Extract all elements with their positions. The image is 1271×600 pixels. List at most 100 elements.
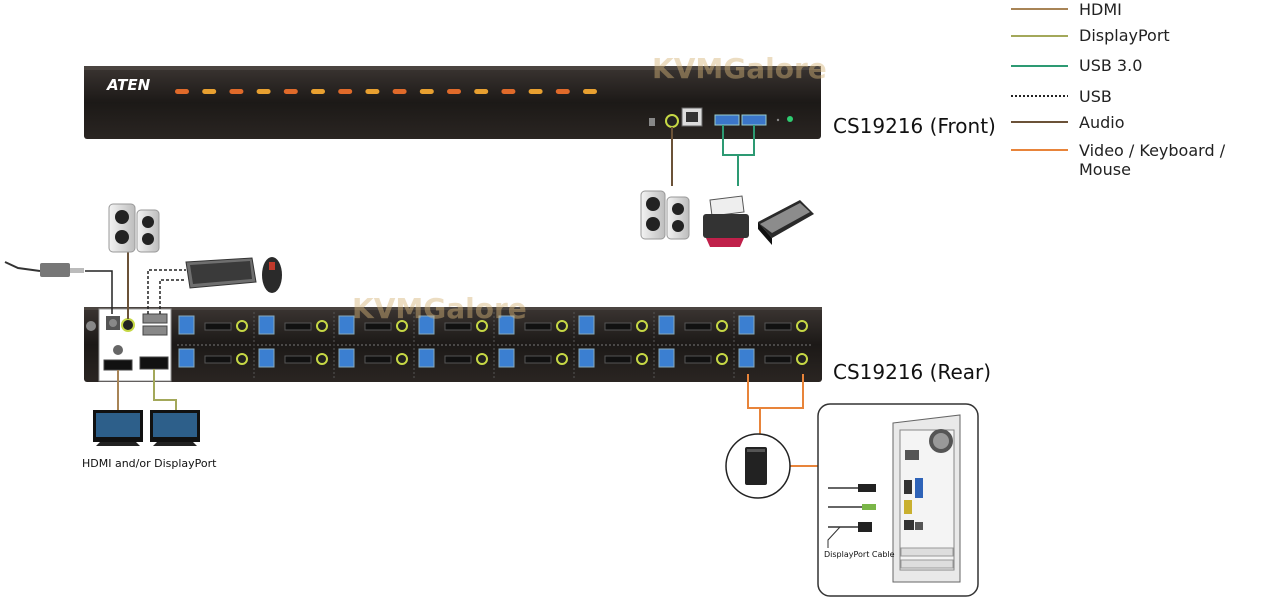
port-led xyxy=(528,89,543,94)
audio-port xyxy=(716,320,728,332)
dp-port xyxy=(684,322,712,331)
dp-port xyxy=(284,355,312,364)
dp-port xyxy=(764,322,792,331)
usb-console-port xyxy=(142,325,168,336)
front-cables xyxy=(671,125,755,186)
port-led xyxy=(501,89,516,94)
audio-plug-icon xyxy=(4,261,84,277)
usb3-port xyxy=(578,315,595,335)
port-led xyxy=(583,89,597,94)
printer-icon xyxy=(703,195,749,247)
usb3-port xyxy=(258,348,275,368)
usb3-port xyxy=(498,315,515,335)
audio-port xyxy=(556,353,568,365)
audio-port xyxy=(316,320,328,332)
dp-port xyxy=(284,322,312,331)
port-led xyxy=(447,89,461,94)
legend-label-displayport: DisplayPort xyxy=(1079,26,1170,45)
dp-port xyxy=(604,322,632,331)
rear-audio-jack xyxy=(121,318,135,332)
dp-port xyxy=(364,355,392,364)
usb3-port xyxy=(338,348,355,368)
audio-port xyxy=(316,353,328,365)
usb-console-port xyxy=(142,313,168,324)
legend-label-audio: Audio xyxy=(1079,113,1125,132)
dp-port xyxy=(444,322,472,331)
dp-port xyxy=(204,355,232,364)
port-led xyxy=(283,89,298,94)
console-speakers-icon xyxy=(108,203,160,253)
rear-title: CS19216 (Rear) xyxy=(833,360,992,384)
audio-port xyxy=(636,353,648,365)
front-audio-jack xyxy=(665,114,679,128)
usb3-port xyxy=(658,348,675,368)
watermark-front: KVMGalore xyxy=(652,52,827,85)
legend-label-usb: USB xyxy=(1079,87,1112,106)
usb3-port xyxy=(418,315,435,335)
port-led xyxy=(256,89,271,94)
dp-port xyxy=(604,355,632,364)
usb3-port xyxy=(178,315,195,335)
audio-port xyxy=(636,320,648,332)
usb3-port xyxy=(418,348,435,368)
port-led xyxy=(474,89,489,94)
port-led xyxy=(365,89,380,94)
audio-port xyxy=(236,353,248,365)
legend-label-hdmi: HDMI xyxy=(1079,0,1122,19)
front-panel xyxy=(84,66,821,139)
keyboard-icon xyxy=(185,257,257,289)
port-led xyxy=(555,89,570,94)
front-title: CS19216 (Front) xyxy=(833,114,996,138)
audio-port xyxy=(396,320,408,332)
rear-panel xyxy=(84,307,822,382)
legend-swatches xyxy=(1011,8,1068,151)
audio-port xyxy=(476,353,488,365)
legend-label-usb3: USB 3.0 xyxy=(1079,56,1143,75)
pc-thumbnail-icon xyxy=(725,433,791,499)
dp-port xyxy=(524,322,552,331)
port-led xyxy=(338,89,353,94)
cable-caption: DisplayPort Cable xyxy=(824,550,895,559)
scanner-icon xyxy=(758,200,814,245)
audio-port xyxy=(796,353,808,365)
usb3-port xyxy=(738,348,755,368)
dp-port xyxy=(524,355,552,364)
usb3-port xyxy=(738,315,755,335)
computer-cables xyxy=(747,374,818,467)
monitor-dp-icon xyxy=(150,410,200,446)
front-usb3-port xyxy=(714,114,740,126)
audio-port xyxy=(236,320,248,332)
usb3-port xyxy=(658,315,675,335)
port-led xyxy=(419,89,434,94)
audio-port xyxy=(396,353,408,365)
rear-console-cables xyxy=(85,250,186,410)
watermark-rear: KVMGalore xyxy=(352,292,527,325)
port-led xyxy=(311,89,325,94)
mouse-icon xyxy=(262,257,282,293)
front-usb3-port xyxy=(741,114,767,126)
dp-port xyxy=(364,322,392,331)
dp-console-port xyxy=(139,356,169,370)
front-speakers-icon xyxy=(640,190,690,240)
port-led xyxy=(202,89,217,94)
monitors-caption: HDMI and/or DisplayPort xyxy=(82,457,217,470)
usb3-port xyxy=(578,348,595,368)
brand-logo: ATEN xyxy=(107,76,151,94)
pc-detail-box xyxy=(817,403,979,597)
audio-port xyxy=(556,320,568,332)
port-led xyxy=(392,89,407,94)
port-led xyxy=(175,89,189,94)
usb3-port xyxy=(498,348,515,368)
monitor-hdmi-icon xyxy=(93,410,143,446)
audio-port xyxy=(796,320,808,332)
usb3-port xyxy=(178,348,195,368)
dp-port xyxy=(204,322,232,331)
hdmi-console-port xyxy=(103,359,133,371)
legend-label-vkm: Video / Keyboard / Mouse xyxy=(1079,141,1226,179)
audio-port xyxy=(476,320,488,332)
dp-port xyxy=(444,355,472,364)
port-led xyxy=(229,89,244,94)
usb3-port xyxy=(258,315,275,335)
front-jack-icon xyxy=(649,118,655,126)
